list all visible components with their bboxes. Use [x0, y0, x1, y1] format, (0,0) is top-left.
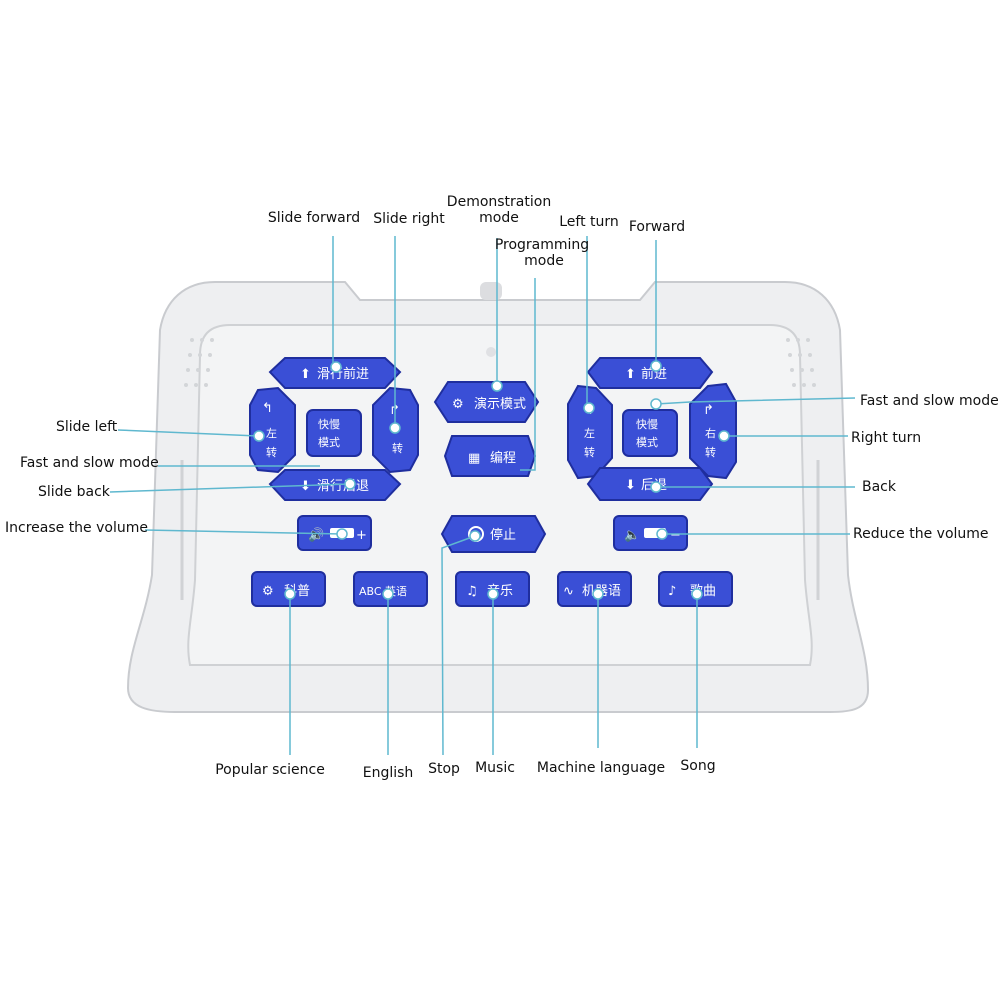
- label-slide-left: Slide left: [56, 419, 118, 435]
- arrow-up-icon: ⬆: [300, 367, 311, 382]
- svg-text:演示模式: 演示模式: [474, 396, 526, 412]
- label-slide-right: Slide right: [373, 211, 445, 227]
- label-slide-forward: Slide forward: [267, 210, 361, 226]
- arrow-down-icon: ⬇: [300, 479, 311, 494]
- gear-demo-icon: ⚙: [452, 397, 464, 412]
- plus-icon: +: [356, 528, 367, 543]
- label-left-turn: Left turn: [559, 214, 619, 230]
- button-forward[interactable]: ⬆ 前进: [586, 357, 714, 389]
- button-right-turn[interactable]: ↱ 右 转: [689, 382, 737, 480]
- svg-text:转: 转: [392, 441, 403, 455]
- gear-icon: ⚙: [262, 584, 274, 599]
- label-programming-mode-line2: mode: [524, 253, 564, 269]
- turn-right-icon: ↱: [703, 403, 714, 418]
- speaker-grille-right: [786, 338, 816, 387]
- svg-text:停止: 停止: [490, 527, 516, 543]
- arrow-down-icon: ⬇: [625, 478, 636, 493]
- label-song: Song: [680, 758, 716, 774]
- speaker-loud-icon: 🔊: [308, 526, 324, 543]
- speaker-quiet-icon: 🔈: [624, 528, 640, 543]
- button-machine-language[interactable]: ∿ 机器语: [557, 571, 632, 607]
- label-right-turn: Right turn: [851, 430, 922, 446]
- svg-text:ABC 英语: ABC 英语: [359, 584, 407, 598]
- antenna-nub: [480, 282, 502, 300]
- minus-icon: −: [670, 528, 681, 543]
- svg-text:模式: 模式: [318, 436, 340, 449]
- label-slide-back: Slide back: [38, 484, 110, 500]
- label-increase-volume: Increase the volume: [5, 520, 148, 536]
- svg-text:左: 左: [266, 427, 277, 440]
- windows-icon: ▦: [468, 451, 480, 466]
- label-english: English: [362, 765, 414, 781]
- svg-text:转: 转: [584, 445, 595, 459]
- label-popular-science: Popular science: [215, 762, 325, 778]
- button-programming-mode[interactable]: ▦ 编程: [443, 435, 537, 477]
- turn-left-icon: ↰: [262, 401, 273, 416]
- speaker-grille-left: [184, 338, 214, 387]
- label-demonstration-mode-line2: mode: [479, 210, 519, 226]
- button-left-turn[interactable]: ↰ 左 转: [567, 384, 613, 480]
- svg-text:前进: 前进: [641, 366, 667, 382]
- svg-text:快慢: 快慢: [318, 418, 340, 431]
- indicator-led: [486, 347, 496, 357]
- svg-text:右: 右: [705, 426, 716, 440]
- guitar-icon: ♫: [466, 584, 478, 599]
- svg-text:转: 转: [266, 445, 277, 459]
- arrow-up-icon: ⬆: [625, 367, 636, 382]
- svg-text:模式: 模式: [636, 436, 658, 449]
- svg-text:滑行后退: 滑行后退: [317, 479, 369, 494]
- leader-dots: [253, 360, 730, 600]
- button-fast-slow-mode-right[interactable]: 快慢 模式: [622, 409, 678, 457]
- label-programming-mode-line1: Programming: [494, 237, 590, 253]
- label-back: Back: [862, 479, 896, 495]
- label-forward: Forward: [628, 219, 686, 235]
- label-machine-language: Machine language: [536, 760, 666, 776]
- label-fast-slow-mode-left: Fast and slow mode: [20, 455, 159, 471]
- button-back[interactable]: ⬇ 后退: [586, 467, 714, 501]
- svg-text:编程: 编程: [490, 451, 516, 466]
- leader-lines: [109, 236, 856, 756]
- button-fast-slow-mode-left[interactable]: 快慢 模式: [306, 409, 362, 457]
- button-stop[interactable]: 停止: [440, 515, 547, 553]
- label-fast-slow-mode-right: Fast and slow mode: [860, 393, 999, 409]
- label-music: Music: [475, 760, 515, 776]
- music-note-icon: ♪: [668, 584, 676, 599]
- svg-text:快慢: 快慢: [636, 418, 658, 431]
- label-demonstration-mode-line1: Demonstration: [446, 194, 552, 210]
- svg-text:左: 左: [584, 427, 595, 440]
- svg-text:滑行前进: 滑行前进: [317, 366, 369, 382]
- waveform-icon: ∿: [563, 584, 574, 599]
- svg-text:转: 转: [705, 445, 716, 459]
- button-slide-left[interactable]: ↰ 左 转: [249, 386, 296, 474]
- button-volume-down[interactable]: 🔈 −: [613, 515, 688, 551]
- label-stop: Stop: [428, 761, 460, 777]
- button-demonstration-mode[interactable]: ⚙ 演示模式: [433, 381, 540, 423]
- button-slide-forward[interactable]: ⬆ 滑行前进: [268, 357, 402, 389]
- label-reduce-volume: Reduce the volume: [853, 526, 989, 542]
